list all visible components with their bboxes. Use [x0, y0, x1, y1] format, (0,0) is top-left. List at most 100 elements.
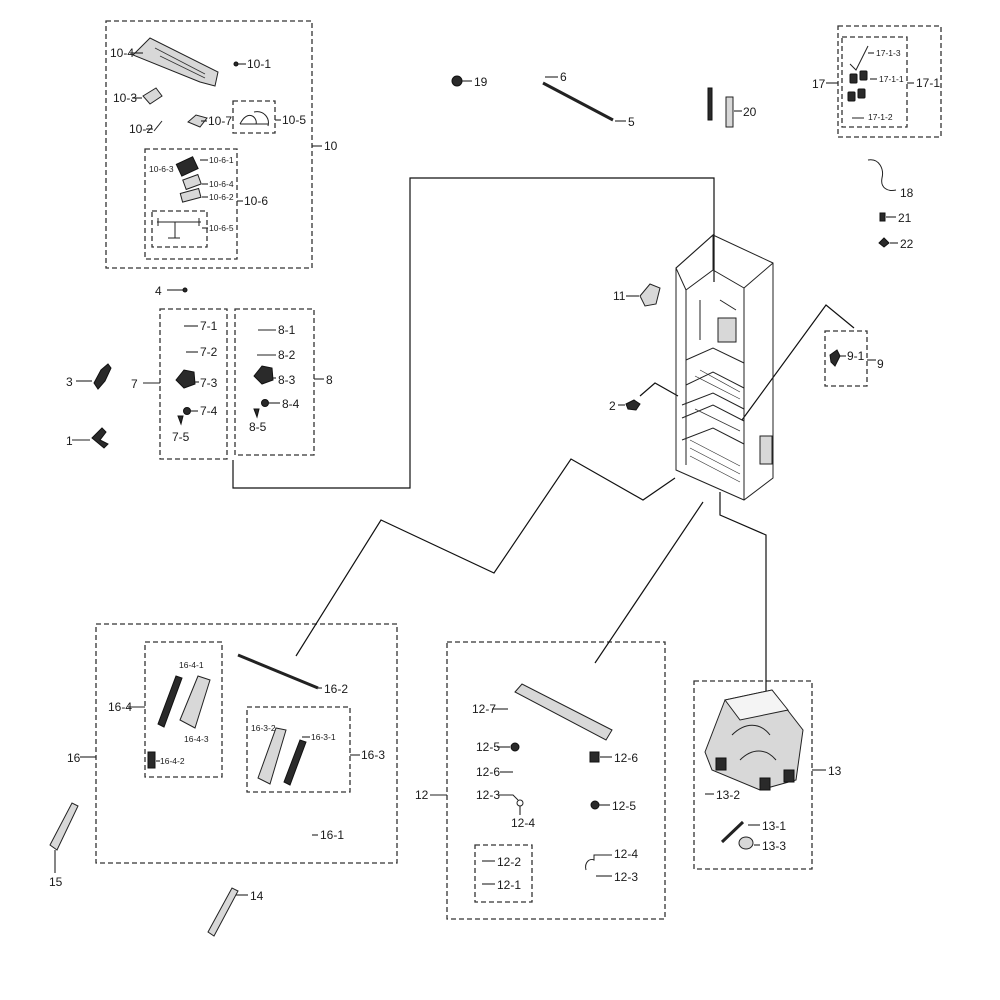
- label-5: 5: [628, 115, 635, 129]
- label-17: 17: [812, 77, 826, 91]
- part-19-cap: [451, 75, 463, 87]
- label-8: 8: [326, 373, 333, 387]
- label-12-6: 12-6: [476, 765, 500, 779]
- label-6: 6: [560, 70, 567, 84]
- part-7-4-washer: [183, 407, 191, 415]
- label-12-3: 12-3: [476, 788, 500, 802]
- label-16-4-2: 16-4-2: [160, 756, 185, 766]
- label-12: 12: [415, 788, 429, 802]
- group-box-10-5: [232, 100, 276, 134]
- label-7-2: 7-2: [200, 345, 218, 359]
- part-2-hinge-screw: [625, 399, 641, 411]
- part-10-2-pin: [153, 120, 163, 132]
- label-17-1: 17-1: [916, 76, 940, 90]
- part-10-3-bracket: [142, 87, 163, 105]
- refrigerator-cabinet: [675, 233, 774, 501]
- label-7-5: 7-5: [172, 430, 190, 444]
- part-10-1-screw: [233, 61, 239, 67]
- group-box-17: [837, 25, 942, 138]
- label-12-7: 12-7: [472, 702, 496, 716]
- part-14-rail: [207, 887, 239, 937]
- label-16: 16: [67, 751, 81, 765]
- connector-line-16-to-cabinet: [295, 458, 676, 657]
- part-13-drawer-assembly: [704, 689, 804, 791]
- group-box-13: [693, 680, 813, 870]
- part-4-screw: [182, 287, 188, 293]
- part-16-4-2-block: [147, 751, 156, 769]
- label-8-5: 8-5: [249, 420, 267, 434]
- label-8-3: 8-3: [278, 373, 296, 387]
- part-12-7-cover: [514, 683, 613, 741]
- label-17-1-2: 17-1-2: [868, 112, 893, 122]
- label-16-3-2: 16-3-2: [251, 723, 276, 733]
- label-13: 13: [828, 764, 842, 778]
- label-10: 10: [324, 139, 338, 153]
- part-17-1-1-fittings: [847, 70, 868, 102]
- group-box-9: [824, 330, 868, 387]
- part-22-cap: [878, 237, 890, 248]
- label-12-5: 12-5: [476, 740, 500, 754]
- label-16-4-1: 16-4-1: [179, 660, 204, 670]
- connector-line-9-to-cabinet: [741, 304, 855, 421]
- part-10-5-harness: [239, 111, 269, 127]
- part-10-7-sensor: [187, 114, 208, 128]
- label-8-2: 8-2: [278, 348, 296, 362]
- label-10-6-2: 10-6-2: [209, 192, 234, 202]
- label-1: 1: [66, 434, 73, 448]
- connector-line-12-to-cabinet: [594, 501, 704, 664]
- label-16-3-1: 16-3-1: [311, 732, 336, 742]
- group-box-16: [95, 623, 398, 864]
- part-8-5-bolt: [253, 408, 260, 419]
- part-17-1-3-tube: [849, 45, 869, 71]
- label-7-1: 7-1: [200, 319, 218, 333]
- label-18: 18: [900, 186, 914, 200]
- part-13-3-roller: [738, 836, 754, 850]
- part-20-hinge-parts: [707, 87, 734, 128]
- part-12-3-screw: [498, 794, 519, 801]
- label-8-1: 8-1: [278, 323, 296, 337]
- label-16-4-3: 16-4-3: [184, 734, 209, 744]
- label-12-3b: 12-3: [614, 870, 638, 884]
- connector-line-8-to-cabinet: [232, 177, 715, 489]
- group-box-8: [234, 308, 315, 456]
- group-box-17-1: [841, 36, 908, 128]
- part-16-2-strip: [237, 653, 319, 690]
- label-22: 22: [900, 237, 914, 251]
- label-12-6b: 12-6: [614, 751, 638, 765]
- label-10-6-5: 10-6-5: [209, 223, 234, 233]
- label-15: 15: [49, 875, 63, 889]
- label-10-6-4: 10-6-4: [209, 179, 234, 189]
- label-10-5: 10-5: [282, 113, 306, 127]
- label-12-4b: 12-4: [614, 847, 638, 861]
- part-9-1-screw: [829, 349, 841, 367]
- label-3: 3: [66, 375, 73, 389]
- label-21: 21: [898, 211, 912, 225]
- connector-line-2-to-cabinet: [639, 382, 679, 397]
- part-16-3-rail: [283, 739, 307, 786]
- part-8-3-hinge-block: [253, 365, 274, 385]
- group-box-16-3: [246, 706, 351, 793]
- group-box-7: [159, 308, 228, 460]
- label-8-4: 8-4: [282, 397, 300, 411]
- label-13-3: 13-3: [762, 839, 786, 853]
- label-11: 11: [613, 289, 626, 303]
- label-9: 9: [877, 357, 884, 371]
- label-10-3: 10-3: [113, 91, 137, 105]
- group-box-10: [105, 20, 313, 269]
- group-box-12: [446, 641, 666, 920]
- label-2: 2: [609, 399, 616, 413]
- part-10-6-4-panel: [182, 173, 202, 191]
- label-10-1: 10-1: [247, 57, 271, 71]
- label-12-1: 12-1: [497, 878, 521, 892]
- label-16-1: 16-1: [320, 828, 344, 842]
- label-17-1-3: 17-1-3: [876, 48, 901, 58]
- part-1-hinge-pin: [91, 427, 109, 449]
- part-12-5b-knob: [590, 800, 600, 810]
- part-10-6-5-wire: [157, 218, 201, 239]
- part-18-hose: [867, 159, 897, 191]
- label-16-2: 16-2: [324, 682, 348, 696]
- label-19: 19: [474, 75, 488, 89]
- label-13-2: 13-2: [716, 788, 740, 802]
- label-12-5b: 12-5: [612, 799, 636, 813]
